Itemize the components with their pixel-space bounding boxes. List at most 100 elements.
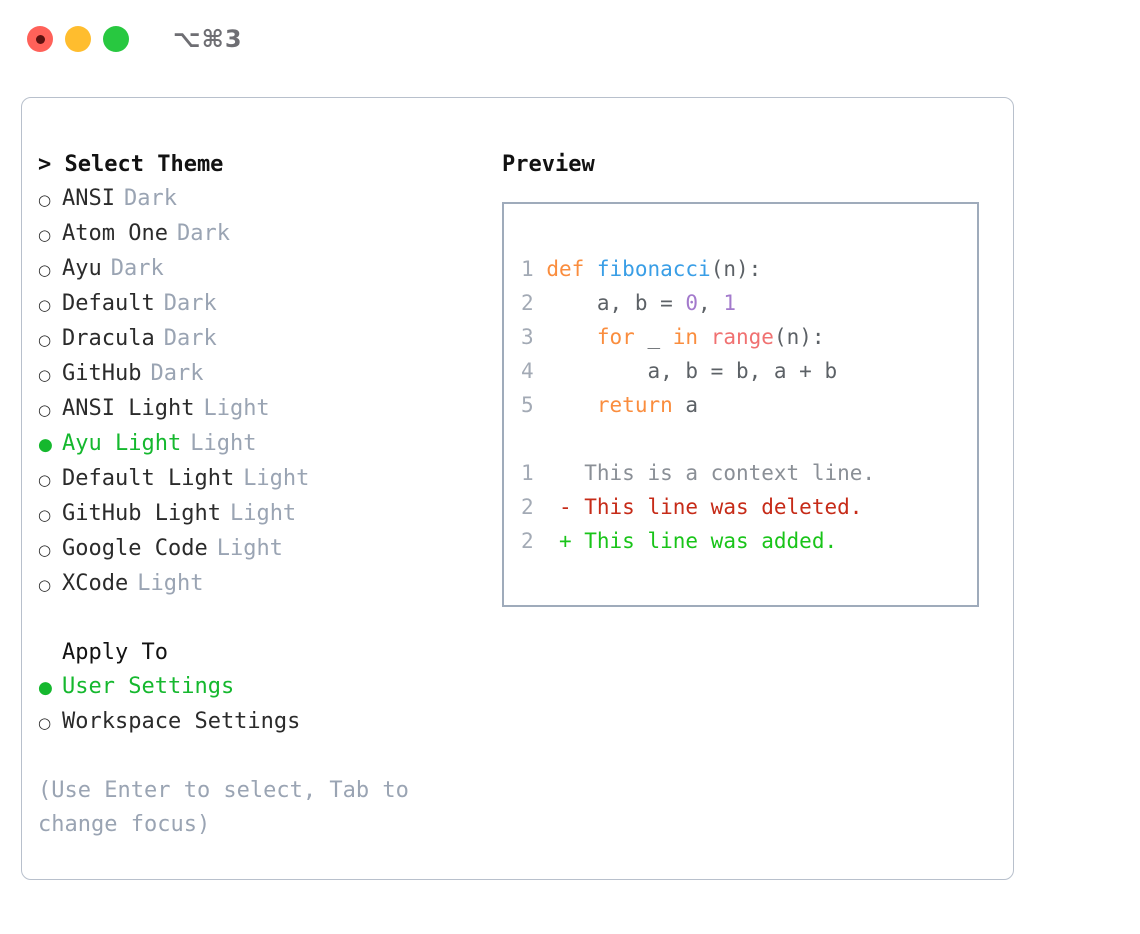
- close-button[interactable]: [27, 26, 53, 52]
- radio-unselected-icon[interactable]: ○: [38, 366, 52, 384]
- diff-marker: [559, 461, 572, 485]
- select-theme-heading: > Select Theme: [38, 152, 224, 177]
- theme-variant-badge: Light: [229, 501, 297, 526]
- code-token: _: [634, 325, 673, 349]
- theme-option[interactable]: ● Ayu Light Light: [38, 427, 492, 462]
- theme-option-label: ANSI: [62, 186, 115, 211]
- radio-unselected-icon[interactable]: ○: [38, 191, 52, 209]
- theme-option-label: Ayu: [62, 256, 102, 281]
- apply-to-option-label: User Settings: [62, 674, 235, 699]
- gutter-space: [534, 291, 547, 315]
- gutter-space: [534, 359, 547, 383]
- theme-variant-badge: Light: [216, 536, 283, 561]
- code-token: fibonacci: [596, 257, 711, 281]
- diff-marker: +: [558, 529, 572, 553]
- theme-option-label: Default: [62, 291, 155, 316]
- line-number: 1: [521, 257, 534, 281]
- radio-unselected-icon[interactable]: ○: [38, 506, 52, 524]
- code-token: [698, 325, 711, 349]
- diff-line: 2 + This line was added.: [521, 524, 977, 558]
- code-token: range: [710, 325, 774, 349]
- code-token: 1: [723, 291, 736, 315]
- gutter-space: [534, 257, 547, 281]
- code-token: [546, 393, 597, 417]
- theme-option[interactable]: ○ Default Light Light: [38, 462, 492, 497]
- code-token: (n):: [710, 257, 762, 281]
- diff-line: 1 This is a context line.: [521, 456, 977, 490]
- radio-unselected-icon[interactable]: ○: [38, 226, 52, 244]
- line-number: 3: [521, 325, 534, 349]
- theme-option-label: Dracula: [62, 326, 155, 351]
- code-line: 4 a, b = b, a + b: [521, 354, 977, 388]
- radio-unselected-icon[interactable]: ○: [38, 576, 52, 594]
- line-number: 2: [521, 495, 534, 519]
- gutter-space: [534, 461, 559, 485]
- radio-unselected-icon[interactable]: ○: [38, 541, 52, 559]
- code-token: def: [546, 257, 597, 281]
- apply-to-option-label: Workspace Settings: [62, 709, 301, 734]
- theme-variant-badge: Dark: [123, 186, 177, 211]
- code-token: a, b =: [546, 291, 686, 315]
- diff-text: This line was added.: [571, 529, 838, 553]
- code-token: for: [596, 325, 635, 349]
- gutter-space: [534, 529, 559, 553]
- theme-option-label: Default Light: [62, 466, 235, 491]
- theme-variant-badge: Light: [190, 431, 257, 456]
- code-token: ,: [698, 291, 724, 315]
- code-line: 1 def fibonacci(n):: [521, 252, 977, 286]
- line-number: 5: [521, 393, 534, 417]
- radio-unselected-icon[interactable]: ○: [38, 401, 52, 419]
- radio-unselected-icon[interactable]: ○: [38, 471, 52, 489]
- apply-to-option[interactable]: ○ Workspace Settings: [38, 705, 492, 740]
- maximize-button[interactable]: [103, 26, 129, 52]
- theme-option-label: XCode: [62, 571, 129, 596]
- apply-to-list[interactable]: ● User Settings ○ Workspace Settings: [38, 670, 492, 740]
- code-token: in: [672, 325, 699, 349]
- radio-unselected-icon[interactable]: ○: [38, 714, 52, 732]
- theme-option-label: GitHub: [62, 361, 142, 386]
- diff-sample: 1 This is a context line.2 - This line w…: [521, 456, 977, 558]
- line-number: 2: [521, 529, 534, 553]
- line-number: 2: [521, 291, 534, 315]
- theme-variant-badge: Dark: [163, 326, 217, 351]
- radio-selected-icon[interactable]: ●: [38, 678, 53, 698]
- theme-option-label: Ayu Light: [62, 431, 182, 456]
- title-bar: ⌥⌘3: [0, 0, 1140, 78]
- radio-unselected-icon[interactable]: ○: [38, 296, 52, 314]
- code-token: a, b = b, a + b: [546, 359, 838, 383]
- code-line: 3 for _ in range(n):: [521, 320, 977, 354]
- radio-unselected-icon[interactable]: ○: [38, 331, 52, 349]
- theme-variant-badge: Light: [243, 466, 310, 491]
- theme-option[interactable]: ○ XCode Light: [38, 567, 492, 602]
- code-line: 5 return a: [521, 388, 977, 422]
- radio-unselected-icon[interactable]: ○: [38, 261, 52, 279]
- theme-option[interactable]: ○ ANSI Dark: [38, 182, 492, 217]
- theme-option-label: ANSI Light: [62, 396, 195, 421]
- apply-to-option[interactable]: ● User Settings: [38, 670, 492, 705]
- radio-selected-icon[interactable]: ●: [38, 435, 53, 455]
- theme-variant-badge: Dark: [150, 361, 204, 386]
- diff-line: 2 - This line was deleted.: [521, 490, 977, 524]
- preview-heading: Preview: [502, 152, 595, 177]
- code-token: (n):: [773, 325, 825, 349]
- gutter-space: [534, 495, 559, 519]
- code-line: 2 a, b = 0, 1: [521, 286, 977, 320]
- preview-column: Preview 1 def fibonacci(n):2 a, b = 0, 1…: [492, 98, 1013, 879]
- diff-text: This is a context line.: [571, 461, 876, 485]
- theme-option[interactable]: ○ Dracula Dark: [38, 322, 492, 357]
- theme-option[interactable]: ○ GitHub Dark: [38, 357, 492, 392]
- minimize-button[interactable]: [65, 26, 91, 52]
- code-token: [546, 325, 597, 349]
- apply-to-heading: Apply To: [62, 640, 168, 665]
- theme-variant-badge: Light: [137, 571, 204, 596]
- diff-text: This line was deleted.: [571, 495, 863, 519]
